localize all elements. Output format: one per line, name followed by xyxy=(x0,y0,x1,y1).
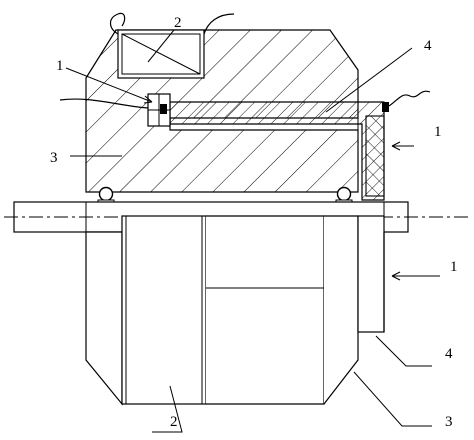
lower-housing-section xyxy=(85,215,385,406)
label-sensor-right-lower: 1 xyxy=(450,259,458,275)
label-insert-top: 4 xyxy=(424,38,432,54)
insert-lower xyxy=(357,215,385,333)
label-coil-top: 2 xyxy=(174,15,182,31)
upper-housing-section xyxy=(59,12,431,217)
label-sensor-right-upper: 1 xyxy=(434,124,442,140)
sensor-element-top xyxy=(147,93,171,127)
sensor-element-right xyxy=(382,102,389,112)
bearing-ball-left xyxy=(98,186,114,202)
label-insert-bottom: 4 xyxy=(445,346,453,362)
part-labels: 1 2 3 4 1 1 4 3 2 xyxy=(50,15,458,430)
bearing-ball-right xyxy=(336,186,352,202)
leader-lines xyxy=(65,29,440,433)
label-housing-left: 3 xyxy=(50,150,58,166)
label-coil-bottom: 2 xyxy=(170,414,178,430)
label-housing-bottom: 3 xyxy=(445,414,453,430)
label-sensor-top: 1 xyxy=(56,58,64,74)
